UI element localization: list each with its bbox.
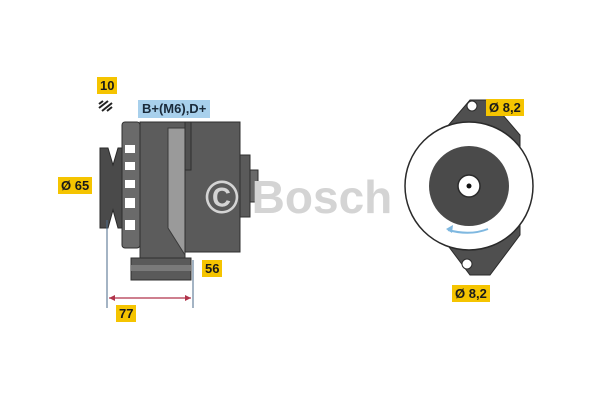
length-56-tag: 56	[202, 260, 223, 277]
pulley	[99, 147, 123, 229]
fan-housing	[121, 121, 141, 249]
bosch-watermark: © Bosch	[205, 171, 393, 223]
hole-top-tag: Ø 8,2	[486, 99, 524, 116]
hole-bottom-tag: Ø 8,2	[452, 285, 490, 302]
pulley-grooves-icon	[98, 100, 113, 112]
pulley-diameter-tag: Ø 65	[58, 177, 93, 194]
connection-tag: B+(M6),D+	[138, 100, 211, 118]
count-tag: 10	[97, 77, 118, 94]
alternator-front-view	[404, 99, 534, 276]
alternator-body	[130, 121, 259, 281]
length-77-tag: 77	[116, 305, 137, 322]
